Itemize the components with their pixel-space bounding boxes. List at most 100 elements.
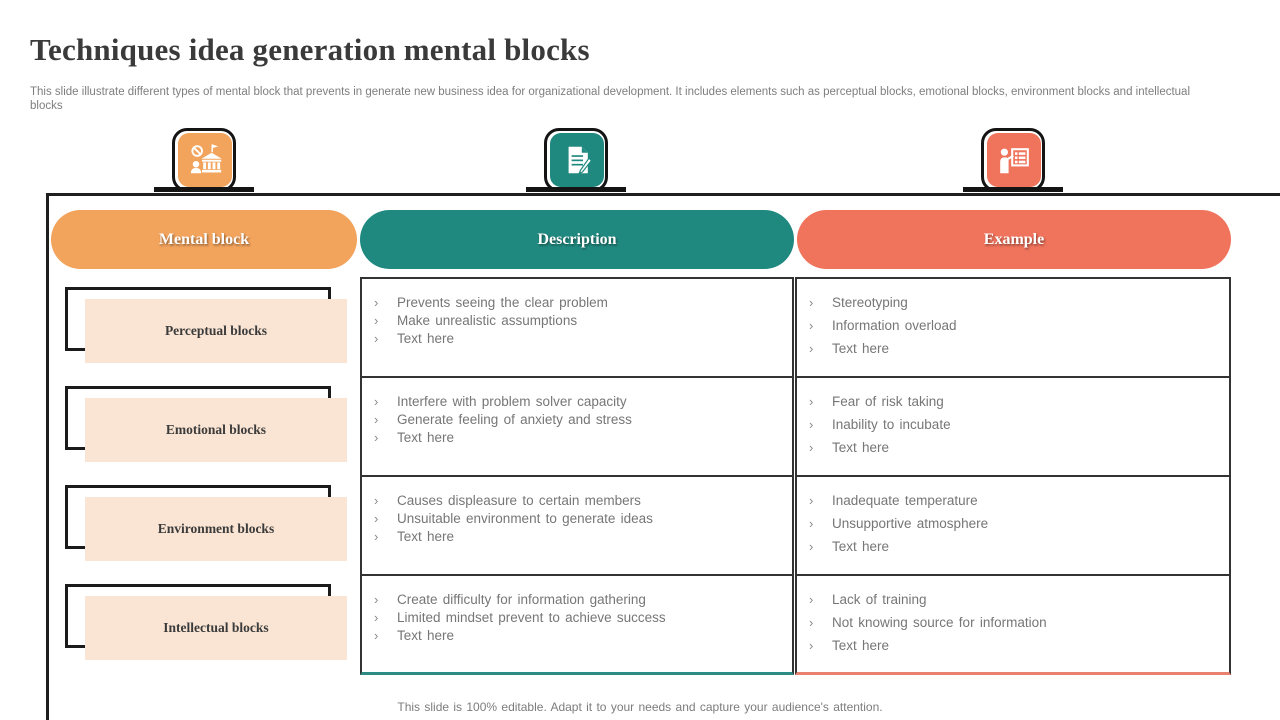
- bullet-text: Text here: [832, 638, 890, 653]
- document-pencil-icon: [550, 133, 604, 187]
- bullet-item: › Text here: [809, 436, 1219, 459]
- chevron-bullet-icon: ›: [374, 430, 379, 445]
- bullet-item: › Text here: [374, 429, 782, 447]
- example-cell: › Inadequate temperature › Unsupportive at…: [795, 475, 1231, 576]
- example-cell: ›Lack of training › Not knowing source fo…: [795, 574, 1231, 675]
- bullet-item: › Text here: [374, 627, 782, 645]
- badge-underline: [526, 187, 626, 192]
- bullet-item: › Information overload: [809, 314, 1219, 337]
- chevron-bullet-icon: ›: [374, 592, 379, 607]
- chevron-bullet-icon: ›: [374, 628, 379, 643]
- description-cell: › Create difficulty for information gathe…: [360, 574, 794, 675]
- chevron-bullet-icon: ›: [374, 331, 379, 346]
- bullet-text: Text here: [397, 529, 455, 544]
- bullet-text: Unsuitable environment to generate ideas: [397, 511, 653, 526]
- example-cell: ›Stereotyping › Information overload › Tex…: [795, 277, 1231, 378]
- chevron-bullet-icon: ›: [809, 638, 814, 653]
- bullet-item: › Interfere with problem solver capacity: [374, 393, 782, 411]
- chevron-bullet-icon: ›: [374, 511, 379, 526]
- table-row: Environment blocks › Causes displeasure t…: [0, 475, 1280, 576]
- bullet-item: › Inability to incubate: [809, 413, 1219, 436]
- chevron-bullet-icon: ›: [809, 341, 814, 356]
- bullet-text: Create difficulty for information gather…: [397, 592, 646, 607]
- bullet-item: › Causes displeasure to certain members: [374, 492, 782, 510]
- bullet-text: Inadequate temperature: [832, 493, 978, 508]
- chevron-bullet-icon: ›: [809, 295, 814, 310]
- chevron-bullet-icon: ›: [809, 592, 814, 607]
- bullet-text: Generate feeling of anxiety and stress: [397, 412, 632, 427]
- slide-subtitle: This slide illustrate different types of…: [30, 86, 1191, 112]
- footer-note: This slide is 100% editable. Adapt it to…: [397, 700, 883, 714]
- bullet-text: Make unrealistic assumptions: [397, 313, 578, 328]
- bullet-text: Text here: [397, 331, 455, 346]
- page-title: Techniques idea generation mental blocks: [30, 32, 590, 67]
- chevron-bullet-icon: ›: [809, 417, 814, 432]
- restricted-institution-icon: [178, 133, 232, 187]
- bullet-item: › Unsuitable environment to generate idea…: [374, 510, 782, 528]
- bullet-text: Limited mindset prevent to achieve succe…: [397, 610, 666, 625]
- chevron-bullet-icon: ›: [809, 516, 814, 531]
- bullet-item: › Inadequate temperature: [809, 489, 1219, 512]
- chevron-bullet-icon: ›: [809, 440, 814, 455]
- bullet-text: Text here: [397, 430, 455, 445]
- table-row: Perceptual blocks › Prevents seeing the c…: [0, 277, 1280, 378]
- column-header-mental-block: Mental block: [51, 210, 357, 269]
- column-header-description: Description: [360, 210, 794, 269]
- column-header-example: Example: [797, 210, 1231, 269]
- chevron-bullet-icon: ›: [809, 493, 814, 508]
- row-label-emotional-blocks: Emotional blocks: [85, 398, 347, 462]
- bullet-item: › Text here: [374, 330, 782, 348]
- row-label-perceptual-blocks: Perceptual blocks: [85, 299, 347, 363]
- bullet-item: ›Lack of training: [809, 588, 1219, 611]
- description-badge: [544, 128, 608, 192]
- frame-line-vertical: [46, 193, 49, 720]
- table-row: Emotional blocks › Interfere with problem…: [0, 376, 1280, 477]
- badge-underline: [154, 187, 254, 192]
- chevron-bullet-icon: ›: [809, 615, 814, 630]
- bullet-item: › Create difficulty for information gathe…: [374, 591, 782, 609]
- bullet-item: › Limited mindset prevent to achieve succ…: [374, 609, 782, 627]
- chevron-bullet-icon: ›: [374, 610, 379, 625]
- chevron-bullet-icon: ›: [374, 313, 379, 328]
- frame-line-horizontal: [46, 193, 1280, 196]
- chevron-bullet-icon: ›: [374, 412, 379, 427]
- bullet-item: › Text here: [809, 535, 1219, 558]
- chevron-bullet-icon: ›: [809, 394, 814, 409]
- bullet-text: Fear of risk taking: [832, 394, 944, 409]
- bullet-item: › Prevents seeing the clear problem: [374, 294, 782, 312]
- row-label-environment-blocks: Environment blocks: [85, 497, 347, 561]
- chevron-bullet-icon: ›: [374, 394, 379, 409]
- bullet-item: › Not knowing source for information: [809, 611, 1219, 634]
- row-label-intellectual-blocks: Intellectual blocks: [85, 596, 347, 660]
- chevron-bullet-icon: ›: [374, 295, 379, 310]
- bullet-item: › Text here: [374, 528, 782, 546]
- example-cell: › Fear of risk taking › Inability to incub…: [795, 376, 1231, 477]
- chevron-bullet-icon: ›: [374, 529, 379, 544]
- bullet-item: › Make unrealistic assumptions: [374, 312, 782, 330]
- bullet-text: Not knowing source for information: [832, 615, 1047, 630]
- bullet-item: › Text here: [809, 634, 1219, 657]
- bullet-item: ›Stereotyping: [809, 291, 1219, 314]
- bullet-text: Inability to incubate: [832, 417, 951, 432]
- description-cell: › Causes displeasure to certain members ›…: [360, 475, 794, 576]
- chevron-bullet-icon: ›: [809, 539, 814, 554]
- bullet-text: Text here: [832, 440, 890, 455]
- bullet-text: Information overload: [832, 318, 957, 333]
- presentation-board-icon: [987, 133, 1041, 187]
- bullet-item: › Generate feeling of anxiety and stress: [374, 411, 782, 429]
- bullet-text: Causes displeasure to certain members: [397, 493, 641, 508]
- bullet-item: › Unsupportive atmosphere: [809, 512, 1219, 535]
- chevron-bullet-icon: ›: [374, 493, 379, 508]
- bullet-item: › Fear of risk taking: [809, 390, 1219, 413]
- bullet-text: Interfere with problem solver capacity: [397, 394, 627, 409]
- bullet-text: Text here: [832, 539, 890, 554]
- mental-block-badge: [172, 128, 236, 192]
- bullet-text: Unsupportive atmosphere: [832, 516, 989, 531]
- bullet-text: Text here: [397, 628, 455, 643]
- table-row: Intellectual blocks › Create difficulty f…: [0, 574, 1280, 675]
- example-badge: [981, 128, 1045, 192]
- bullet-text: Prevents seeing the clear problem: [397, 295, 608, 310]
- bullet-text: Text here: [832, 341, 890, 356]
- chevron-bullet-icon: ›: [809, 318, 814, 333]
- description-cell: ›Interfere with problem solver capacity …: [360, 376, 794, 477]
